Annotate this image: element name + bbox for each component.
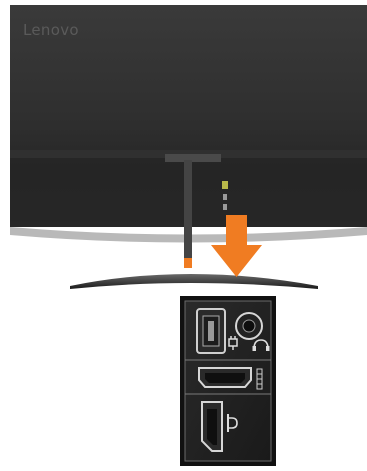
stand-orange-accent xyxy=(184,258,192,268)
stand-mount-bracket xyxy=(165,154,221,162)
hdmi-port xyxy=(199,368,251,387)
lenovo-logo: Lenovo xyxy=(23,21,79,39)
audio-out-jack xyxy=(236,313,262,339)
power-connector xyxy=(197,309,225,353)
port-detail-panel xyxy=(180,296,276,466)
stand-base xyxy=(70,274,318,289)
small-port-indicator xyxy=(222,181,228,189)
displayport-port xyxy=(202,402,222,451)
stand-neck xyxy=(184,160,192,260)
